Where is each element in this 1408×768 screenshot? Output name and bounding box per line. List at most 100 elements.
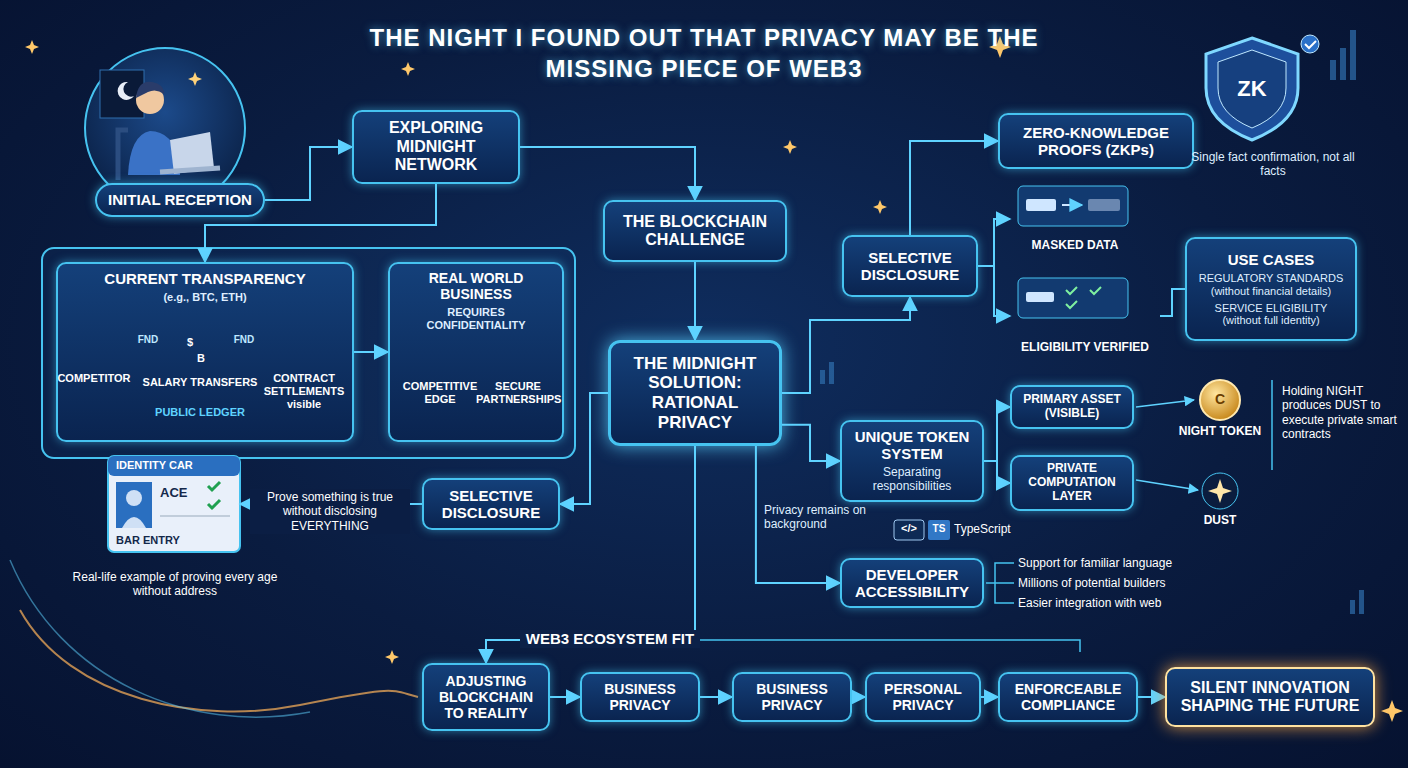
process-box: ENFORCEABLE COMPLIANCE [998,672,1138,722]
note-label: Single fact confirmation, not all facts [1178,150,1368,179]
connector [1160,289,1185,316]
node-heading: ZERO-KNOWLEDGE PROOFS (ZKPs) [1008,124,1184,159]
connector [1138,696,1165,698]
process-box: SELECTIVE DISCLOSURE [422,478,560,530]
node-heading: EXPLORING MIDNIGHT NETWORK [362,119,510,174]
note-label: Real-life example of proving every age w… [70,570,280,599]
note-label: C [1210,391,1230,408]
node-heading: USE CASES [1228,251,1315,268]
node-heading: SELECTIVE DISCLOSURE [432,487,550,522]
node-text: REGULATORY STANDARDS (without financial … [1195,272,1347,297]
process-box: CURRENT TRANSPARENCY (e.g., BTC, ETH) [56,262,354,442]
process-box: UNIQUE TOKEN SYSTEM Separating responsibi… [840,420,984,502]
node-heading: BUSINESS PRIVACY [742,681,842,713]
eligibility-icon [1018,278,1128,318]
code-icon [894,520,924,540]
node-heading: IDENTITY CAR [116,459,193,472]
title: THE NIGHT I FOUND OUT THAT PRIVACY MAY B… [324,22,1084,84]
node-heading: BUSINESS PRIVACY [590,681,690,713]
connector [550,696,580,698]
connector [782,425,840,461]
process-box: ADJUSTING BLOCKCHAIN TO REALITY [422,663,550,731]
node-label: ELIGIBILITY VERIFIED [1010,275,1160,357]
leader-line [986,563,1014,603]
connector [354,351,388,353]
node-heading: INITIAL RECEPTION [108,191,252,208]
connector [978,266,1010,316]
connector [852,696,865,698]
process-box: THE MIDNIGHT SOLUTION: RATIONAL PRIVACY [608,340,782,446]
identity-card [108,456,240,552]
glow-line [20,610,418,711]
leader-line [1271,380,1273,470]
pointer-arrow [1136,400,1194,407]
note-label: Holding NIGHT produces DUST to execute p… [1282,384,1402,442]
process-box: EXPLORING MIDNIGHT NETWORK [352,110,520,184]
chart-bars [820,30,1364,614]
connector [984,407,1010,461]
node-heading: SILENT INNOVATION SHAPING THE FUTURE [1175,679,1365,716]
zk-shield [1180,35,1319,155]
connector [978,219,1010,266]
connector [984,461,1010,483]
node-heading: ADJUSTING BLOCKCHAIN TO REALITY [432,673,540,721]
process-box: SELECTIVE DISCLOSURE [842,235,978,297]
process-box: BUSINESS PRIVACY [580,672,700,722]
node-label: IDENTITY CAR ACE BAR ENTRY [108,456,240,552]
process-box: BUSINESS PRIVACY [732,672,852,722]
connector [520,147,695,200]
note-label: Support for familiar language [1018,556,1218,570]
node-heading: CURRENT TRANSPARENCY [104,270,305,287]
node-heading: THE MIDNIGHT SOLUTION: RATIONAL PRIVACY [619,354,771,432]
process-box: PRIVATE COMPUTATION LAYER [1010,455,1134,511]
node-heading: REAL WORLD BUSINESS [398,270,554,302]
process-box: PERSONAL PRIVACY [865,672,981,722]
node-heading: PRIVATE COMPUTATION LAYER [1020,462,1124,503]
edge-label: Prove something is true without disclosi… [250,489,410,534]
node-heading: MASKED DATA [1032,239,1119,253]
process-box: DEVELOPER ACCESSIBILITY [840,558,984,608]
note-label: ZK [1228,76,1276,102]
node-text: BAR ENTRY [116,534,180,547]
process-box: PRIMARY ASSET (VISIBLE) [1010,385,1134,429]
node-text: (e.g., BTC, ETH) [163,291,246,304]
dust-icon [1202,473,1238,509]
note-label: Privacy remains on background [764,503,892,532]
node-heading: ENFORCEABLE COMPLIANCE [1008,681,1128,713]
note-label: TS [928,523,950,535]
node-text: ACE [160,486,187,501]
node-text: Separating responsibilities [850,466,974,494]
node-heading: SELECTIVE DISCLOSURE [852,249,968,284]
note-label: DUST [1190,513,1250,527]
node-heading: UNIQUE TOKEN SYSTEM [850,428,974,463]
process-box: INITIAL RECEPTION [95,183,265,217]
connector [910,141,998,235]
panel-outline [42,248,575,458]
node-heading: ELIGIBILITY VERIFIED [1021,341,1149,355]
note-label: NIGHT TOKEN [1176,424,1264,438]
connector [700,696,732,698]
node-heading: DEVELOPER ACCESSIBILITY [850,566,974,601]
note-label: </> [894,522,924,535]
connector [756,446,840,583]
process-box: ZERO-KNOWLEDGE PROOFS (ZKPs) [998,113,1194,169]
bracket-line [700,640,1080,652]
sparkles [25,36,1403,722]
note-label: WEB3 ECOSYSTEM FIT [520,630,700,648]
connector [782,297,910,393]
night-coin [1200,380,1240,420]
node-heading: PERSONAL PRIVACY [875,681,971,713]
node-heading: PRIMARY ASSET (VISIBLE) [1020,393,1124,421]
typescript-icon [928,520,950,540]
node-label: MASKED DATA [1010,183,1140,255]
connector [560,393,608,504]
connector [694,262,696,340]
note-label: Millions of potential builders [1018,576,1218,590]
pointer-arrow [1136,480,1198,490]
masked-data-icon [1018,186,1128,226]
process-box: SILENT INNOVATION SHAPING THE FUTURE [1165,667,1375,727]
process-box: USE CASES REGULATORY STANDARDS (without f… [1185,237,1357,341]
process-box: THE BLOCKCHAIN CHALLENGE [603,200,787,262]
connector [981,696,998,698]
node-heading: THE BLOCKCHAIN CHALLENGE [613,213,777,250]
